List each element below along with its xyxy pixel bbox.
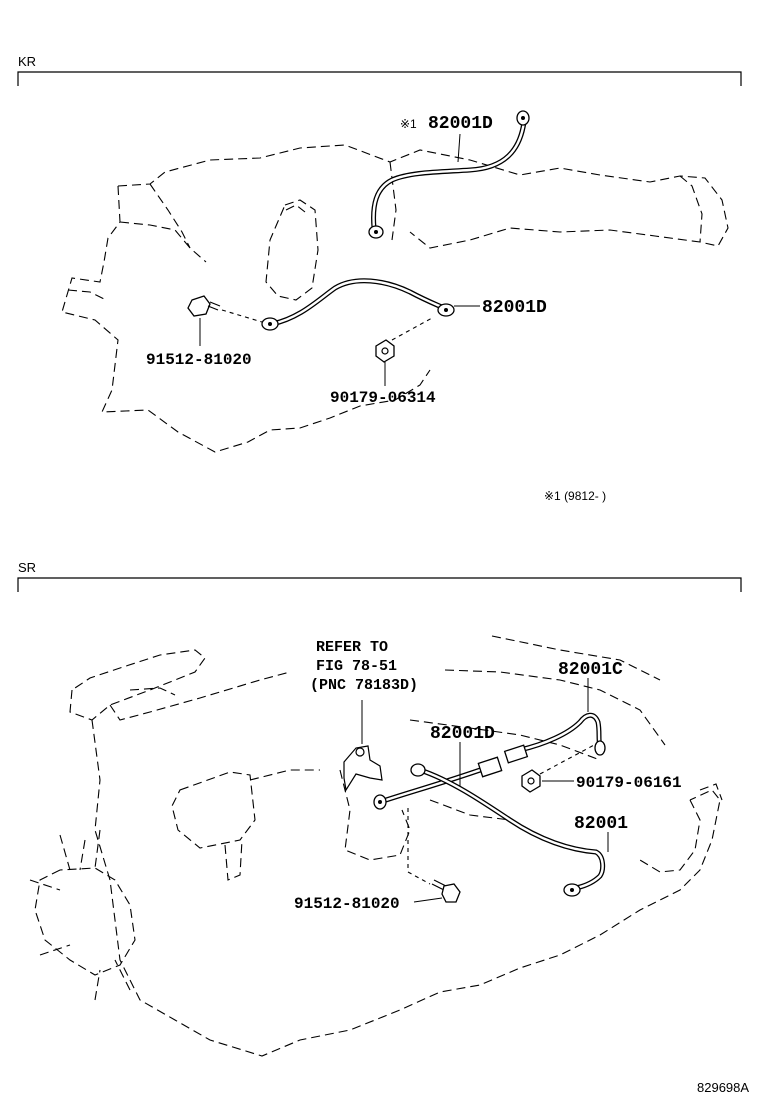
sr-ground-strap xyxy=(410,763,606,897)
refer-line-2: FIG 78-51 xyxy=(316,658,397,675)
part-label-kr-82001d: 82001D xyxy=(482,298,547,318)
part-label-sr-91512: 91512-81020 xyxy=(294,895,400,913)
figure-id: 829698A xyxy=(697,1080,749,1095)
part-label-sr-82001d: 82001D xyxy=(430,724,495,744)
kr-ground-strap-top xyxy=(368,110,530,239)
sr-ground-strap-c xyxy=(503,712,606,764)
kr-bolt xyxy=(187,295,263,323)
sr-engine-outline xyxy=(29,635,723,1057)
kr-nut xyxy=(375,317,433,363)
kr-note-mark-top: ※1 xyxy=(400,117,417,131)
part-label-sr-90179: 90179-06161 xyxy=(576,774,682,792)
kr-ground-strap xyxy=(261,278,455,331)
section-kr: KR ※1 82001D xyxy=(17,54,742,503)
sr-nut xyxy=(521,743,597,793)
section-bracket-kr xyxy=(17,71,742,86)
sr-ground-strap-d xyxy=(373,756,503,810)
part-label-kr-82001d-top: 82001D xyxy=(428,114,493,134)
kr-footnote: ※1 (9812- ) xyxy=(544,489,606,503)
sr-bolt xyxy=(407,808,461,903)
section-bracket-sr xyxy=(17,577,742,592)
leader-kr-82001d-top xyxy=(457,133,461,163)
refer-line-3: (PNC 78183D) xyxy=(310,677,418,694)
part-label-sr-82001c: 82001C xyxy=(558,660,623,680)
part-label-sr-82001: 82001 xyxy=(574,814,628,834)
refer-line-1: REFER TO xyxy=(316,639,388,656)
section-label-sr: SR xyxy=(18,560,36,575)
section-label-kr: KR xyxy=(18,54,36,69)
part-label-kr-91512: 91512-81020 xyxy=(146,351,252,369)
part-label-kr-90179: 90179-06314 xyxy=(330,389,436,407)
sr-bracket xyxy=(343,745,383,792)
section-sr: SR REFER TO FIG 7 xyxy=(17,560,742,1057)
leader-sr-91512 xyxy=(413,897,443,903)
